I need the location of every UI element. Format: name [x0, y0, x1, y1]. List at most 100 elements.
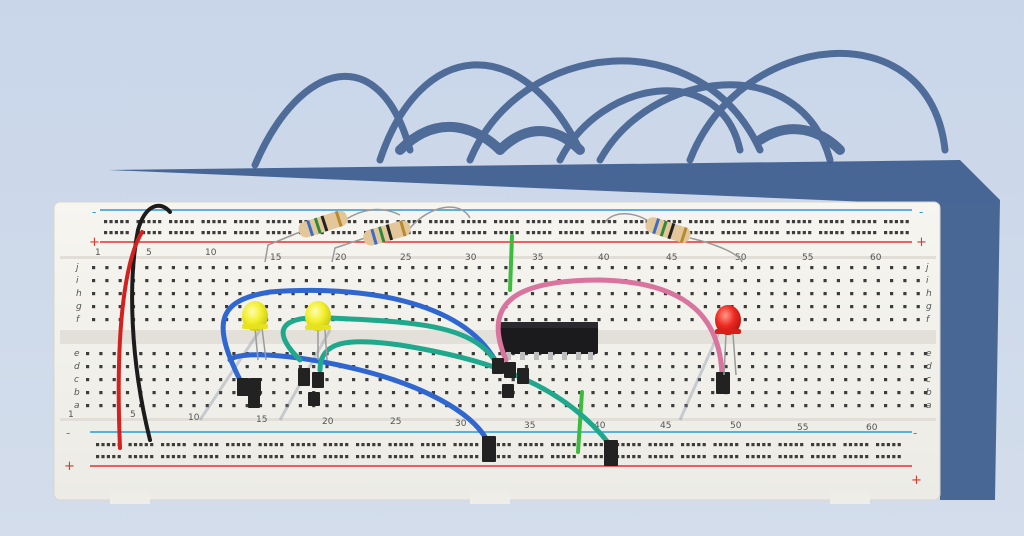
hole	[451, 305, 455, 309]
hole	[491, 318, 495, 322]
hole	[876, 443, 880, 447]
hole	[139, 365, 143, 369]
hole	[453, 455, 457, 459]
hole	[850, 305, 854, 309]
row-label-bottom: c	[74, 375, 79, 385]
hole	[897, 391, 901, 395]
hole	[537, 220, 541, 224]
hole	[334, 443, 338, 447]
hole	[106, 443, 110, 447]
hole	[118, 305, 122, 309]
hole	[133, 443, 138, 447]
hole	[824, 220, 828, 224]
column-number: 10	[205, 248, 217, 258]
hole	[464, 305, 468, 309]
hole	[291, 279, 295, 283]
hole	[498, 391, 502, 395]
yellow-led-1	[242, 301, 268, 361]
hole	[730, 279, 734, 283]
hole	[152, 365, 156, 369]
hole	[345, 443, 349, 447]
hole	[371, 305, 375, 309]
hole	[824, 231, 828, 235]
hole	[437, 455, 441, 459]
hole	[477, 220, 481, 224]
hole	[92, 318, 96, 322]
hole	[247, 455, 251, 459]
hole	[790, 404, 795, 408]
hole	[624, 292, 628, 296]
hole	[298, 365, 302, 369]
hole	[464, 292, 468, 296]
hole	[851, 231, 855, 235]
hole	[827, 443, 831, 447]
hole	[445, 378, 449, 382]
hole	[529, 443, 533, 447]
hole	[770, 279, 774, 283]
hole	[475, 455, 479, 459]
hole	[431, 455, 435, 459]
hole	[790, 378, 795, 382]
hole	[158, 231, 162, 235]
hole	[198, 279, 202, 283]
hole	[139, 378, 143, 382]
hole	[854, 443, 858, 447]
hole	[637, 318, 641, 322]
hole	[557, 305, 561, 309]
hole	[165, 352, 169, 356]
hole	[653, 443, 658, 447]
hole	[211, 279, 215, 283]
hole	[823, 305, 827, 309]
hole	[764, 231, 768, 235]
hole	[405, 378, 409, 382]
hole	[377, 455, 381, 459]
hole	[118, 292, 122, 296]
hole	[835, 220, 839, 224]
hole	[371, 266, 375, 270]
hole	[637, 266, 641, 270]
hole	[125, 404, 130, 408]
hole	[165, 391, 169, 395]
hole	[659, 443, 663, 447]
hole	[551, 455, 555, 459]
hole	[391, 404, 396, 408]
hole	[717, 292, 721, 296]
hole	[863, 266, 867, 270]
hole	[518, 455, 522, 459]
hole	[219, 404, 223, 408]
hole	[854, 455, 858, 459]
hole	[277, 220, 281, 224]
hole	[464, 455, 468, 459]
hole	[884, 352, 888, 356]
hole	[697, 404, 701, 408]
hole	[916, 292, 920, 296]
hole	[737, 220, 741, 224]
hole	[819, 220, 823, 224]
hole	[445, 365, 449, 369]
hole	[823, 279, 827, 283]
hole	[411, 266, 415, 270]
hole	[437, 266, 441, 270]
hole	[910, 404, 914, 408]
hole	[650, 266, 654, 270]
hole	[567, 455, 571, 459]
hole	[786, 231, 790, 235]
hole	[365, 391, 369, 395]
hole	[165, 378, 169, 382]
blue-wires	[220, 287, 498, 443]
bottom-rail-plus-left: +	[64, 459, 75, 474]
hole	[664, 443, 668, 447]
row-label-bottom-right: d	[926, 362, 932, 372]
hole	[870, 352, 874, 356]
hole	[190, 231, 194, 235]
hole	[594, 443, 598, 447]
hole	[158, 266, 162, 270]
hole	[165, 404, 169, 408]
hole	[219, 352, 223, 356]
leds	[242, 301, 741, 376]
hole	[338, 404, 342, 408]
hole	[557, 318, 561, 322]
hole	[659, 455, 663, 459]
hole	[764, 365, 768, 369]
row-label-top: g	[76, 302, 82, 312]
